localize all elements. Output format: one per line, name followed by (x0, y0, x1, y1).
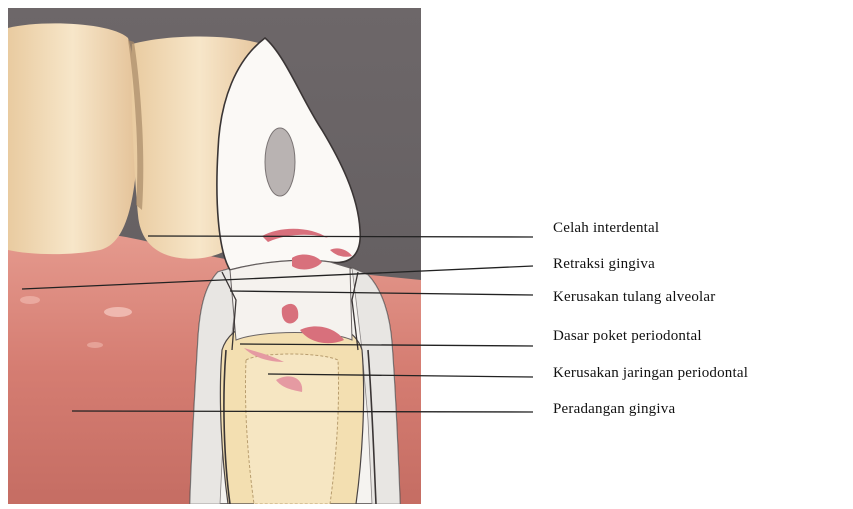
pulp-canal (245, 354, 338, 504)
pulp-chamber (265, 128, 295, 196)
label-kerusakan-jaringan-periodontal: Kerusakan jaringan periodontal (553, 364, 748, 382)
gum-highlight (87, 342, 103, 348)
gum-highlight (104, 307, 132, 317)
label-dasar-poket-periodontal: Dasar poket periodontal (553, 327, 702, 345)
tooth-neck (230, 260, 352, 340)
gum-highlight (20, 296, 40, 304)
label-peradangan-gingiva: Peradangan gingiva (553, 400, 675, 418)
label-retraksi-gingiva: Retraksi gingiva (553, 255, 655, 273)
label-celah-interdental: Celah interdental (553, 219, 659, 237)
left-tooth (8, 23, 138, 254)
label-kerusakan-tulang-alveolar: Kerusakan tulang alveolar (553, 288, 715, 306)
